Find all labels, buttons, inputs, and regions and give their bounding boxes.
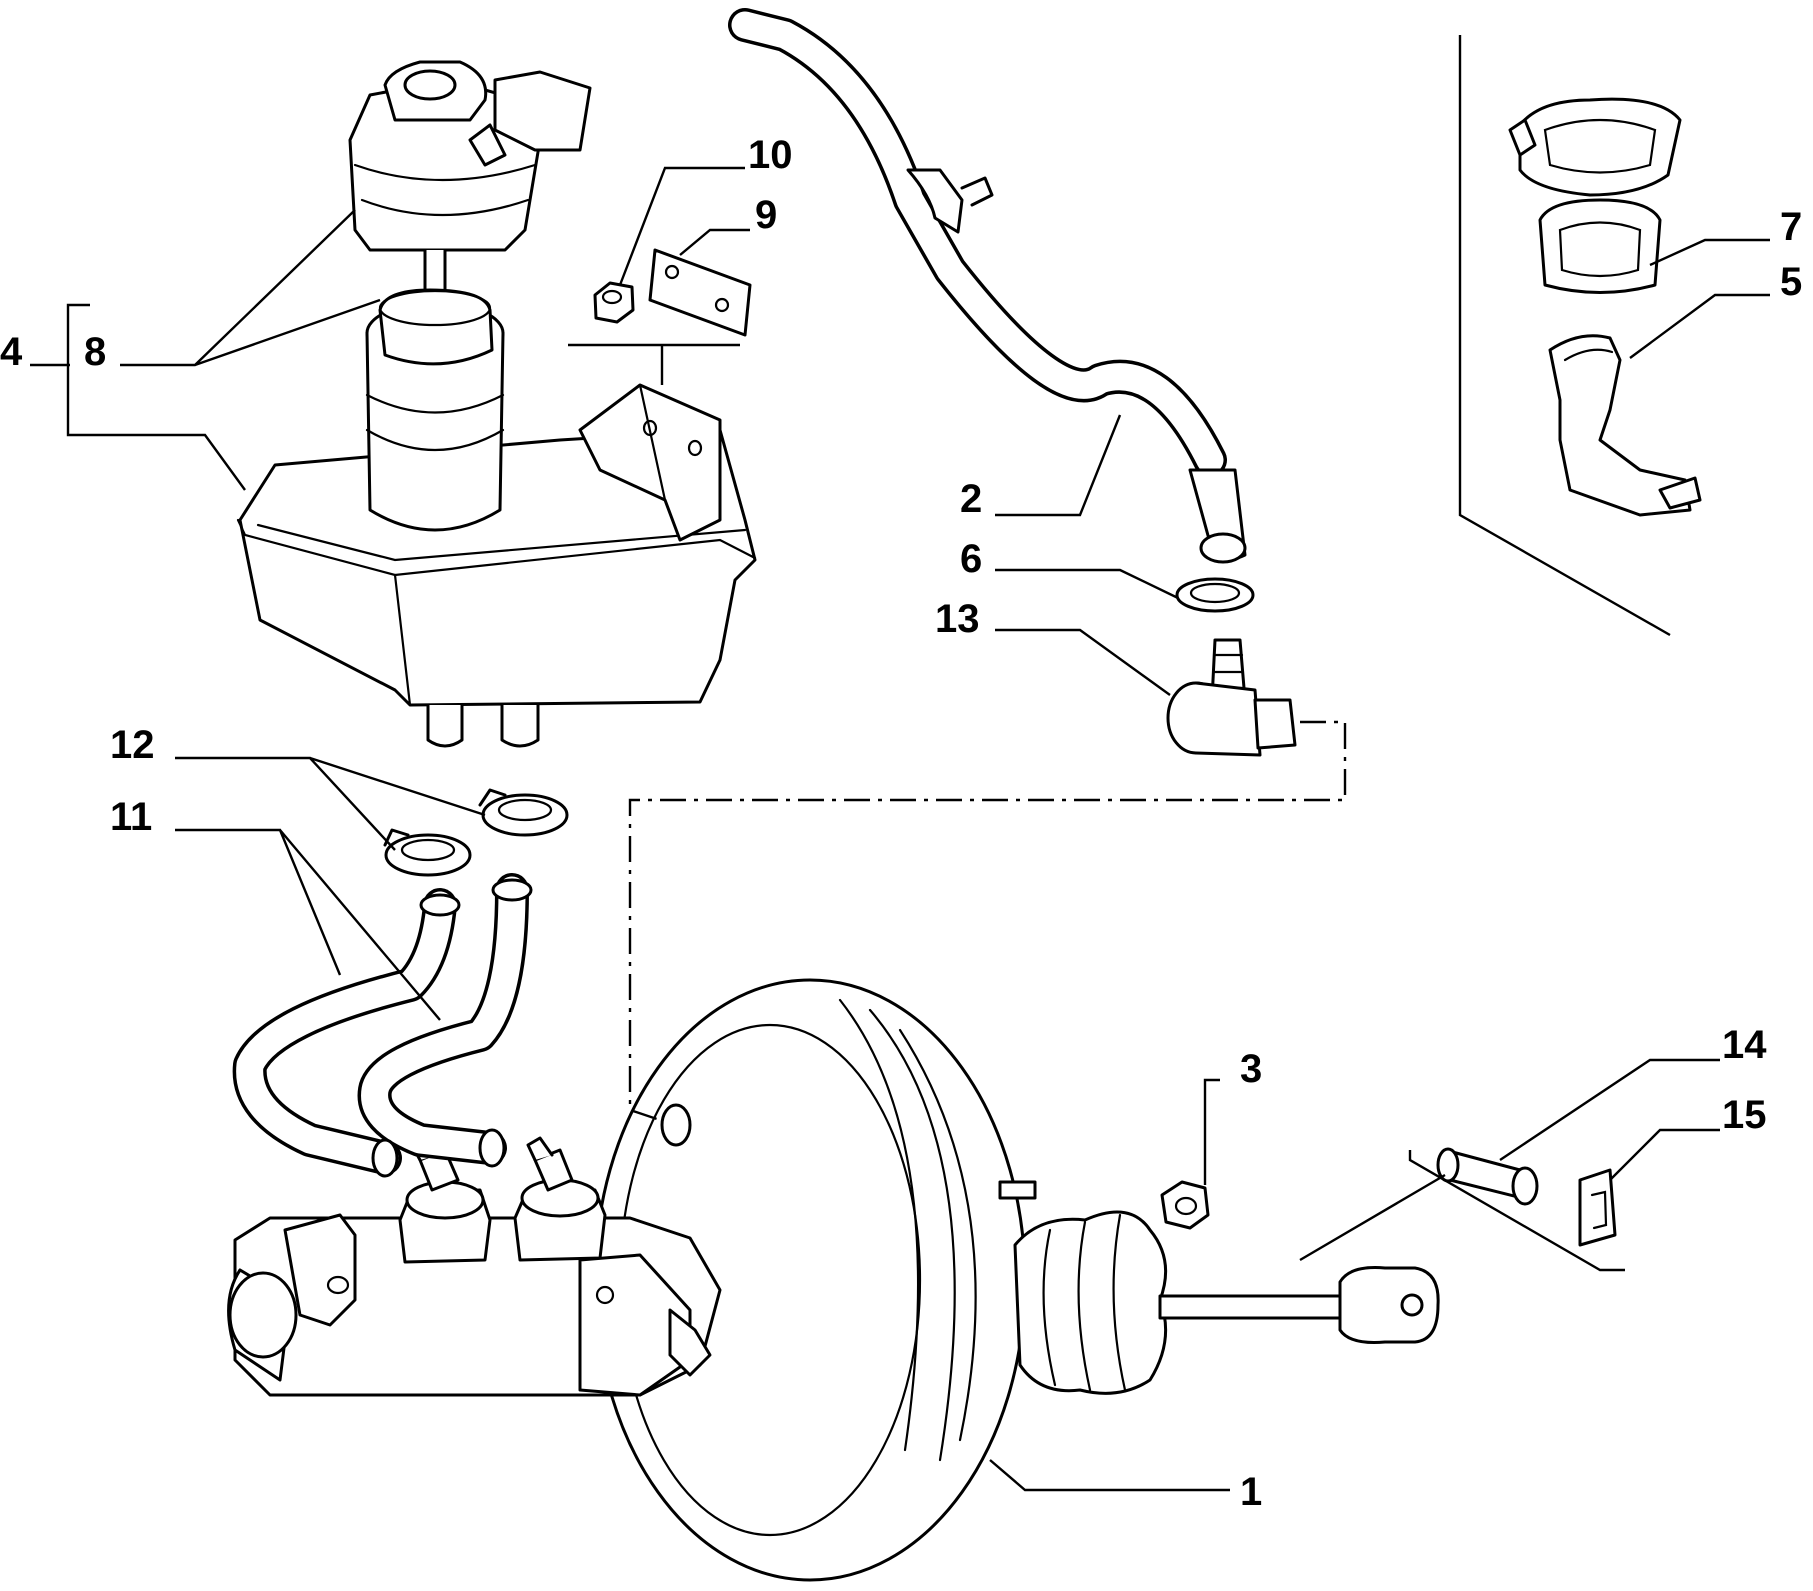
part-reservoir (236, 301, 757, 748)
leader-6 (995, 568, 1179, 600)
leader-12 (175, 756, 486, 851)
leader-9 (679, 228, 750, 256)
callout-13: 13 (935, 597, 980, 641)
part-pin-14 (1436, 1147, 1539, 1206)
callout-4: 4 (0, 330, 23, 374)
leader-4 (30, 303, 246, 491)
part-hose-clamp-12 (383, 788, 569, 877)
callout-10: 10 (748, 133, 793, 177)
assembly-dash-line (628, 720, 1347, 1122)
leader-13 (995, 628, 1171, 696)
inset-frame (1458, 35, 1671, 637)
callout-7: 7 (1780, 205, 1802, 249)
callout-1: 1 (1240, 1470, 1262, 1514)
part-plate-9 (648, 248, 752, 337)
callout-12: 12 (110, 723, 155, 767)
part-elbow-fitting-13 (1166, 638, 1297, 757)
part-brake-booster (593, 978, 1440, 1582)
part-cap-with-sensor (348, 60, 592, 366)
leader-1 (989, 1459, 1230, 1492)
part-reservoir-hoses-11 (232, 873, 533, 1178)
leader-8 (120, 209, 381, 367)
callout-8: 8 (84, 330, 106, 374)
leader-7 (1649, 238, 1770, 267)
callout-3: 3 (1240, 1047, 1262, 1091)
leader-14 (1499, 1058, 1720, 1161)
part-nut-3 (1160, 1180, 1210, 1230)
callout-14: 14 (1722, 1023, 1767, 1067)
leader-10 (618, 166, 745, 286)
leader-apex-9-10 (568, 343, 740, 385)
callout-15: 15 (1722, 1093, 1767, 1137)
leader-11 (175, 828, 441, 1021)
detail-bracket-14-15 (1299, 1150, 1625, 1272)
leader-3 (1203, 1078, 1220, 1185)
part-vacuum-hose (728, 8, 1247, 564)
part-clip-5 (1548, 334, 1702, 517)
leader-2 (995, 414, 1122, 517)
part-nut-10 (593, 281, 635, 324)
leader-15 (1609, 1128, 1720, 1181)
part-clip-7 (1508, 97, 1682, 294)
callout-11: 11 (110, 795, 152, 839)
callout-2: 2 (960, 477, 982, 521)
part-clamp-6 (1175, 577, 1255, 613)
callout-9: 9 (755, 193, 777, 237)
leader-5 (1629, 293, 1770, 359)
callout-6: 6 (960, 537, 982, 581)
callout-5: 5 (1780, 260, 1802, 304)
part-master-cylinder (227, 1136, 722, 1397)
part-clip-15 (1578, 1168, 1617, 1247)
